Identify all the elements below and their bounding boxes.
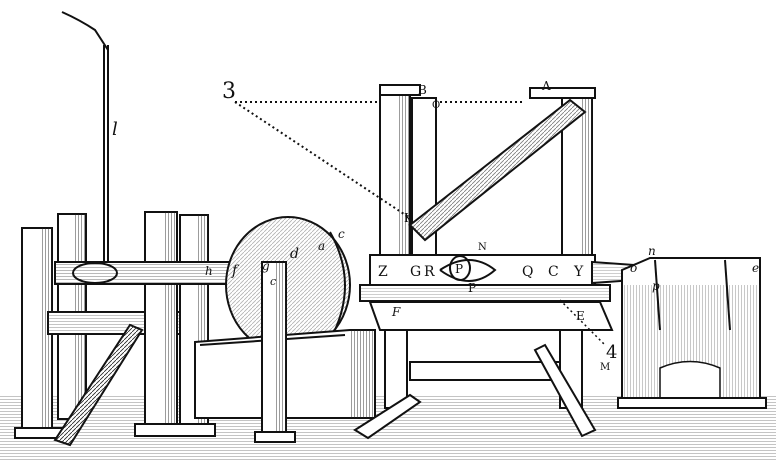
front-post <box>254 261 296 443</box>
label-c-post: c <box>270 275 276 288</box>
bed-table <box>353 254 614 440</box>
label-Y: Y <box>573 264 584 280</box>
label-G: G <box>410 264 421 280</box>
reference-lines <box>234 101 606 346</box>
label-E: E <box>576 309 585 323</box>
label-C: C <box>548 264 559 280</box>
hammer-frame <box>379 84 596 289</box>
hanging-rope <box>61 11 109 280</box>
label-c-wheel: c <box>338 227 345 241</box>
label-o: o <box>630 261 637 275</box>
label-O: O <box>432 100 440 111</box>
label-Z: Z <box>378 264 388 280</box>
label-F: F <box>391 305 401 319</box>
label-A: A <box>541 79 551 93</box>
label-f-axle: f <box>231 263 240 279</box>
drive-shaft <box>54 261 236 285</box>
label-n: n <box>648 244 656 258</box>
label-M: M <box>600 362 610 373</box>
label-P-bottom: P <box>468 281 476 295</box>
label-h-axle: h <box>205 264 213 278</box>
label-a-wheel: a <box>318 239 325 253</box>
label-K: K <box>404 211 414 225</box>
grindstone-wheel <box>225 216 351 354</box>
label-g-hub: g <box>262 259 270 273</box>
label-e-chest: e <box>752 261 759 275</box>
label-p: p <box>652 279 660 293</box>
label-d-wheel: d <box>290 246 299 262</box>
label-Q: Q <box>522 264 533 280</box>
label-P-top: P <box>455 262 463 276</box>
label-B: B <box>418 83 427 97</box>
label-3: 3 <box>222 79 236 104</box>
label-4: 4 <box>606 342 617 363</box>
label-l-rope: l <box>112 119 118 140</box>
figure-labels: 3 A B l c a d f h g c Z G R P P N K Q C … <box>112 79 759 373</box>
bellows-chest <box>617 257 767 409</box>
label-N: N <box>478 242 487 253</box>
label-R: R <box>424 264 435 280</box>
